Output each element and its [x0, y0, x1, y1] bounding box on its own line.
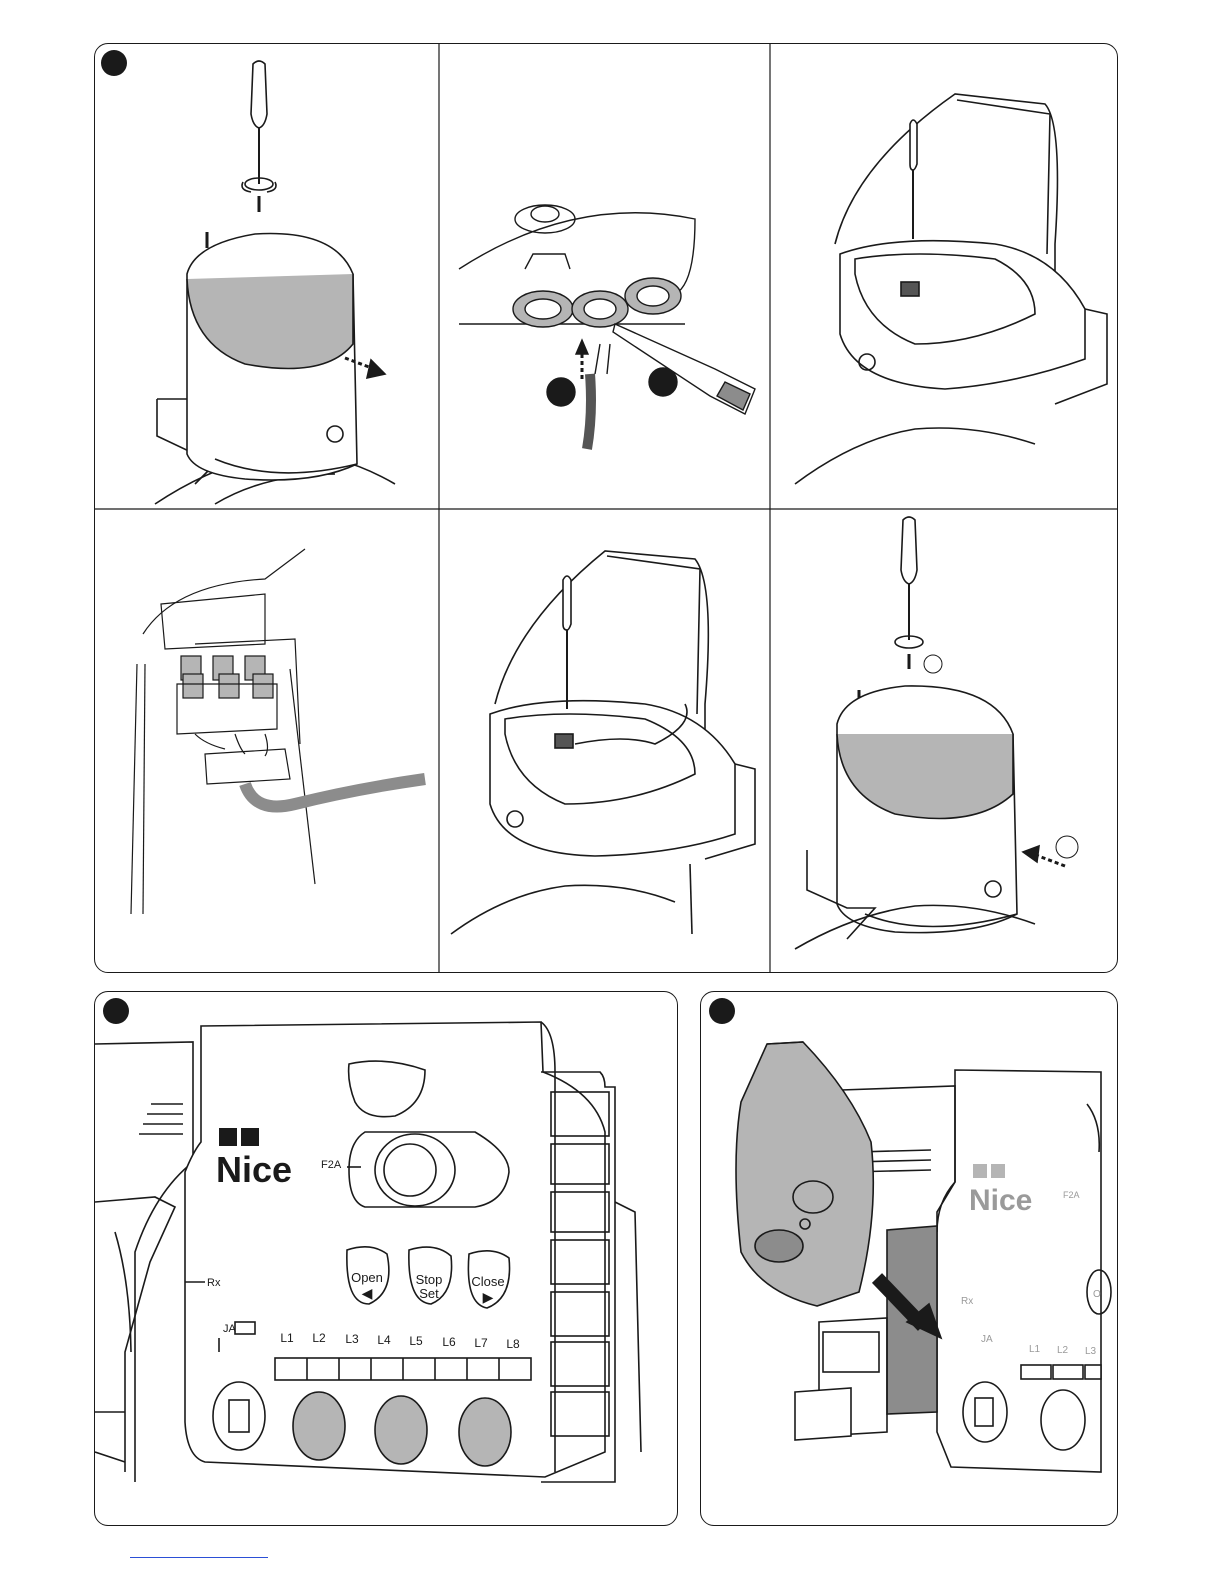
set-button-label: Set: [419, 1286, 439, 1301]
step-2-illustration: [459, 205, 755, 449]
cover-brand-logo-square-2: [991, 1164, 1005, 1178]
close-button-label: Close: [471, 1274, 504, 1289]
stop-button-label: Stop: [416, 1272, 443, 1287]
control-panel-frame: Nice F2A Rx JA Open ◀ Stop Set Close ▶ L…: [94, 991, 678, 1526]
step-5-illustration: [451, 551, 755, 934]
led-label-8: L8: [506, 1337, 520, 1351]
ja-label: JA: [223, 1323, 237, 1335]
brand-logo-square-2: [241, 1128, 259, 1146]
led-label-6: L6: [442, 1335, 456, 1349]
figure-badge-control-panel: [103, 998, 129, 1024]
cover-led-label-3: L3: [1085, 1346, 1097, 1357]
open-button-label: Open: [351, 1270, 383, 1285]
cover-panel-frame: Nice F2A Rx JA L1 L2 L3 O: [700, 991, 1118, 1526]
led-label-4: L4: [377, 1333, 391, 1347]
control-panel-svg: Nice F2A Rx JA Open ◀ Stop Set Close ▶ L…: [95, 992, 678, 1526]
step-3-illustration: [795, 94, 1107, 484]
footer-link-underline[interactable]: [130, 1557, 268, 1558]
fuse-label: F2A: [321, 1159, 342, 1171]
led-label-1: L1: [280, 1331, 294, 1345]
close-button-arrow: ▶: [483, 1289, 494, 1305]
cover-panel-brand: Nice: [969, 1184, 1032, 1217]
led-label-5: L5: [409, 1334, 423, 1348]
cover-fuse-label: F2A: [1063, 1190, 1080, 1200]
step-4-illustration: [131, 549, 425, 914]
cover-rx-label: Rx: [961, 1296, 973, 1307]
cover-led-label-1: L1: [1029, 1344, 1041, 1355]
led-label-7: L7: [474, 1336, 488, 1350]
cover-panel-svg: Nice F2A Rx JA L1 L2 L3 O: [701, 992, 1118, 1526]
step-6-illustration: [795, 517, 1078, 949]
led-label-3: L3: [345, 1332, 359, 1346]
brand-logo-square-1: [219, 1128, 237, 1146]
figure-badge-cover-panel: [709, 998, 735, 1024]
cover-led-label-2: L2: [1057, 1345, 1069, 1356]
cover-brand-logo-square-1: [973, 1164, 987, 1178]
open-button-arrow: ◀: [362, 1285, 373, 1301]
top-figure-svg: [95, 44, 1118, 973]
rx-label: Rx: [207, 1277, 221, 1289]
cover-ja-label: JA: [981, 1334, 993, 1345]
panel-brand: Nice: [216, 1149, 292, 1190]
led-label-2: L2: [312, 1331, 326, 1345]
figure-badge-top: [101, 50, 127, 76]
step-1-illustration: [155, 61, 395, 504]
top-figure-frame: [94, 43, 1118, 973]
cover-side-letter: O: [1093, 1289, 1101, 1300]
